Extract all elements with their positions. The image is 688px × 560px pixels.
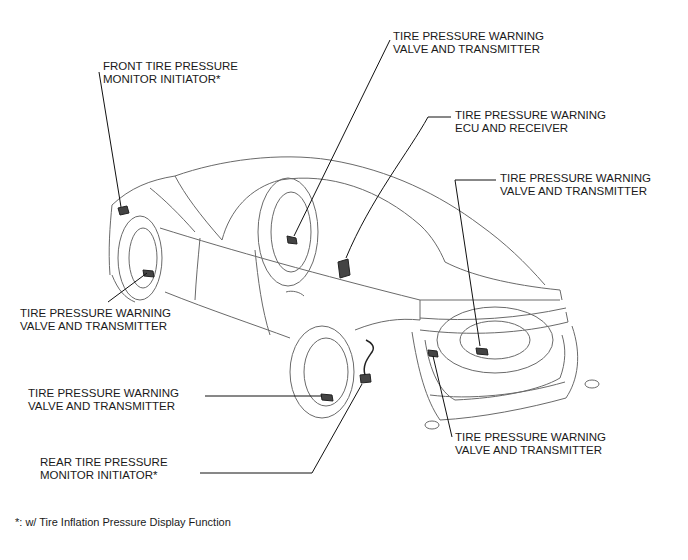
bumper-line	[430, 382, 565, 397]
leader-line	[455, 180, 496, 346]
spare-tire	[437, 307, 553, 373]
transmitter	[476, 348, 488, 355]
hood-line	[109, 205, 112, 275]
transmitter	[321, 394, 333, 401]
exhaust-tip	[425, 421, 439, 429]
spare-rim	[460, 321, 530, 359]
rear-quarter	[355, 300, 420, 330]
trunk-opening	[425, 335, 565, 400]
rear-initiator	[360, 374, 371, 383]
part-label: FRONT TIRE PRESSURE MONITOR INITIATOR*	[103, 60, 258, 86]
sill-line	[165, 292, 290, 338]
door-line	[195, 238, 200, 300]
tail-lamp	[420, 312, 568, 333]
front-rim	[129, 228, 157, 288]
window-line	[222, 178, 445, 262]
belt-line	[160, 228, 560, 300]
door-handle	[286, 291, 304, 296]
initiator-wire	[364, 340, 373, 375]
car-body	[109, 157, 599, 429]
leader-line	[205, 396, 322, 397]
part-label: REAR TIRE PRESSURE MONITOR INITIATOR*	[40, 456, 190, 482]
leader-line	[433, 356, 452, 437]
leader-line	[200, 384, 362, 473]
footnote: *: w/ Tire Inflation Pressure Display Fu…	[15, 516, 231, 529]
part-label: TIRE PRESSURE WARNING VALVE AND TRANSMIT…	[455, 431, 625, 457]
door-line	[255, 250, 270, 335]
part-label: TIRE PRESSURE WARNING VALVE AND TRANSMIT…	[393, 30, 563, 56]
a-pillar	[175, 176, 222, 240]
far-rim	[271, 192, 311, 272]
leader-line	[99, 72, 121, 207]
part-label: TIRE PRESSURE WARNING VALVE AND TRANSMIT…	[500, 172, 670, 198]
part-label: TIRE PRESSURE WARNING VALVE AND TRANSMIT…	[20, 307, 190, 333]
leader-line	[108, 273, 147, 302]
trunk-lid	[445, 262, 562, 300]
transmitter	[287, 236, 297, 244]
front-wheel	[118, 216, 162, 300]
wheels	[118, 178, 553, 418]
far-wheel	[258, 178, 318, 286]
ecu	[338, 259, 350, 278]
spoiler	[420, 308, 566, 320]
rear-wheel	[290, 326, 354, 418]
components	[118, 206, 488, 401]
part-label: TIRE PRESSURE WARNING ECU AND RECEIVER	[455, 109, 625, 135]
exhaust-tip	[585, 380, 599, 388]
front-initiator	[118, 206, 129, 215]
front-fender	[112, 275, 135, 302]
roof-line	[112, 157, 545, 285]
windshield-edge	[150, 188, 195, 232]
part-label: TIRE PRESSURE WARNING VALVE AND TRANSMIT…	[28, 387, 198, 413]
leader-line	[346, 117, 451, 258]
leader-line	[294, 40, 390, 236]
transmitter	[143, 270, 154, 277]
transmitter	[428, 350, 438, 357]
